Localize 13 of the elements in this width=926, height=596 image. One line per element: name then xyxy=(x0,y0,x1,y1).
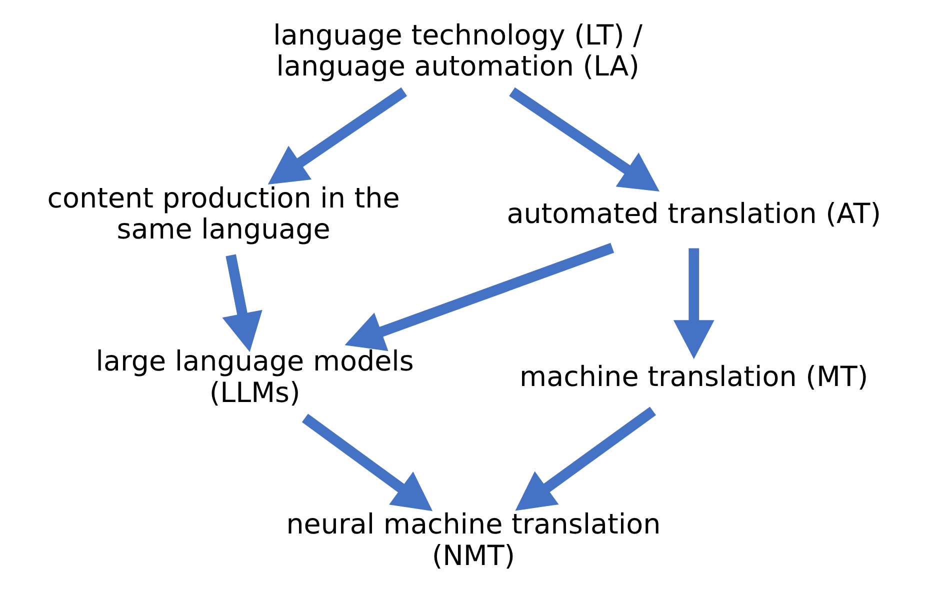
node-text: neural machine translation (NMT) xyxy=(286,508,660,572)
node-text: machine translation (MT) xyxy=(519,360,868,394)
node-text: large language models (LLMs) xyxy=(95,344,414,409)
arrow xyxy=(514,406,656,511)
arrow xyxy=(508,87,660,192)
arrow xyxy=(301,414,432,512)
node-text: automated translation (AT) xyxy=(506,197,881,230)
arrow xyxy=(344,242,614,352)
node-text: language technology (LT) / language automation (LA) xyxy=(272,18,642,83)
arrow xyxy=(267,87,407,185)
arrow xyxy=(672,248,714,360)
arrow xyxy=(222,254,262,352)
node-text: content production in the same language xyxy=(46,181,400,246)
